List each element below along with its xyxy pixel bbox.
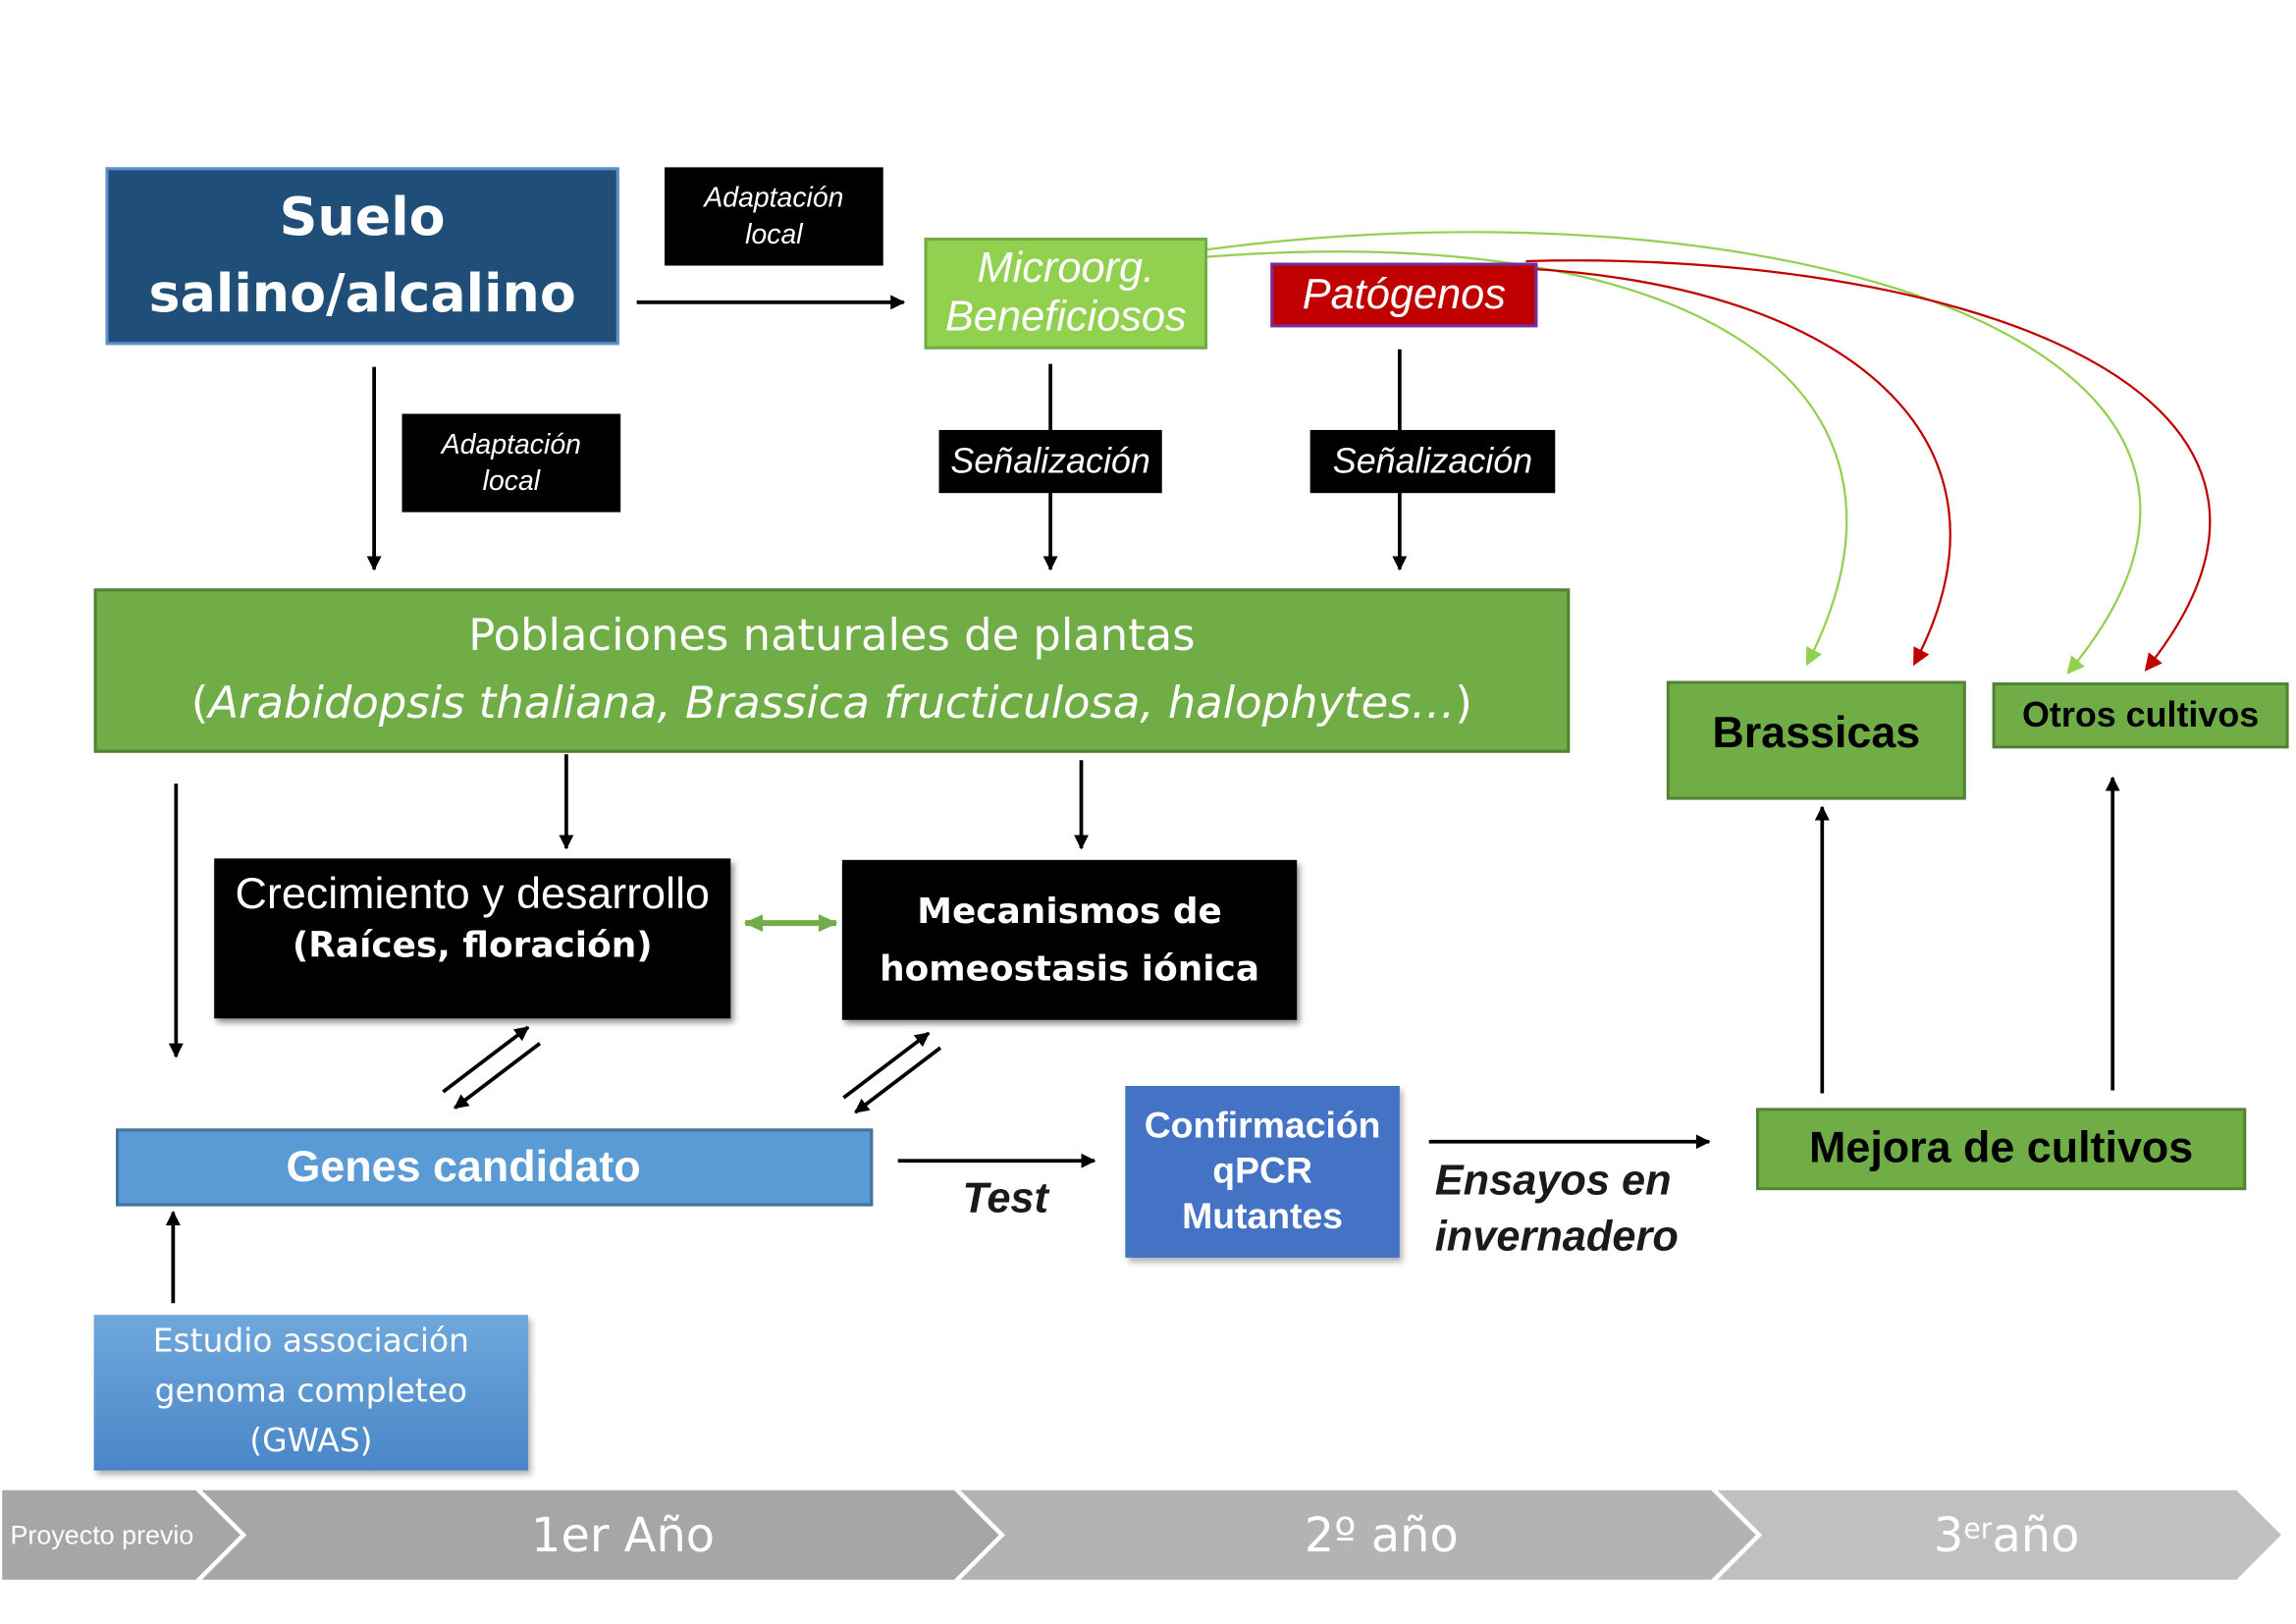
crecimiento-title: Crecimiento y desarrollo — [235, 870, 710, 919]
adaptacion-left-line2: local — [482, 465, 541, 497]
timeline-label-previo: Proyecto previo — [10, 1489, 193, 1583]
senalizacion-label-1: Señalización — [938, 429, 1162, 494]
adaptacion-label-top: Adaptación local — [665, 167, 883, 266]
otros-label: Otros cultivos — [2022, 694, 2260, 735]
arrow-mecanismos-to-genes — [854, 1046, 942, 1114]
otros-cultivos-box: Otros cultivos — [1992, 681, 2289, 749]
confirmacion-line3: Mutantes — [1182, 1196, 1344, 1237]
suelo-line1: Suelo — [279, 187, 446, 247]
genes-label: Genes candidato — [286, 1142, 641, 1191]
gwas-line3: (GWAS) — [249, 1423, 373, 1461]
adaptacion-top-line1: Adaptación — [704, 183, 844, 214]
patogenos-box: Patógenos — [1270, 262, 1538, 328]
timeline-3-sup: er — [1963, 1512, 1993, 1545]
mecanismos-line1: Mecanismos de — [917, 890, 1222, 932]
arrow-genes-to-mecanismos — [842, 1031, 931, 1100]
confirmacion-line1: Confirmación — [1144, 1105, 1381, 1147]
mejora-label: Mejora de cultivos — [1809, 1123, 2194, 1173]
suelo-box: Suelo salino/alcalino — [105, 167, 619, 346]
timeline-2-text: 2º año — [1304, 1506, 1459, 1563]
test-text: Test — [962, 1175, 1048, 1223]
timeline-segment-3 — [1706, 1486, 2288, 1585]
ensayos-label: Ensayos en invernadero — [1435, 1154, 1679, 1266]
microorg-line2: Beneficiosos — [944, 293, 1187, 341]
poblaciones-close-paren: ) — [1455, 677, 1472, 730]
curve-patogenos-to-brassicas — [1525, 267, 1951, 667]
brassicas-label: Brassicas — [1712, 708, 1921, 758]
arrow-crecimiento-to-genes — [454, 1042, 542, 1110]
suelo-line2: salino/alcalino — [148, 263, 576, 324]
timeline-3-rest: año — [1992, 1506, 2080, 1563]
curve-microorg-to-brassicas — [1206, 250, 1848, 667]
confirmacion-box: Confirmación qPCR Mutantes — [1125, 1086, 1400, 1258]
poblaciones-species: Arabidopsis thaliana, Brassica fructicul… — [208, 677, 1456, 730]
ensayos-line1: Ensayos en — [1434, 1158, 1672, 1206]
mejora-cultivos-box: Mejora de cultivos — [1756, 1108, 2247, 1191]
patogenos-label: Patógenos — [1302, 270, 1506, 318]
gwas-line1: Estudio associación — [152, 1324, 469, 1361]
mecanismos-line2: homeostasis iónica — [880, 947, 1260, 989]
gwas-line2: genoma completeo — [154, 1373, 468, 1411]
poblaciones-title: Poblaciones naturales de plantas — [468, 610, 1196, 663]
timeline-3-num: 3 — [1933, 1506, 1964, 1563]
genes-candidato-box: Genes candidato — [116, 1128, 874, 1207]
adaptacion-label-left: Adaptación local — [401, 413, 621, 513]
poblaciones-open-paren: ( — [190, 677, 209, 730]
curve-patogenos-to-otros — [1525, 259, 2212, 672]
poblaciones-box: Poblaciones naturales de plantas (Arabid… — [93, 588, 1571, 753]
confirmacion-line2: qPCR — [1212, 1150, 1312, 1192]
crecimiento-box: Crecimiento y desarrollo (Raíces, florac… — [214, 858, 731, 1019]
senal-2-text: Señalización — [1332, 441, 1533, 481]
ensayos-line2: invernadero — [1434, 1214, 1679, 1261]
microorg-line1: Microorg. — [977, 244, 1155, 293]
crecimiento-subtitle: (Raíces, floración) — [292, 924, 653, 966]
poblaciones-species-line: (Arabidopsis thaliana, Brassica fructicu… — [191, 671, 1472, 738]
curve-microorg-to-otros — [1206, 231, 2142, 675]
timeline-label-2: 2º año — [1305, 1489, 1459, 1583]
arrow-genes-to-crecimiento — [442, 1025, 530, 1094]
brassicas-box: Brassicas — [1666, 680, 1966, 800]
senal-1-text: Señalización — [950, 441, 1150, 481]
senalizacion-label-2: Señalización — [1309, 429, 1556, 494]
mecanismos-box: Mecanismos de homeostasis iónica — [841, 859, 1298, 1020]
timeline-previo-text: Proyecto previo — [10, 1519, 194, 1549]
test-label: Test — [962, 1171, 1048, 1227]
adaptacion-top-line2: local — [745, 219, 803, 250]
timeline-label-1: 1er Año — [531, 1489, 715, 1583]
adaptacion-left-line1: Adaptación — [441, 429, 581, 460]
timeline-1-text: 1er Año — [531, 1506, 716, 1563]
microorg-box: Microorg. Beneficiosos — [924, 238, 1208, 350]
gwas-box: Estudio associación genoma completeo (GW… — [93, 1315, 529, 1471]
